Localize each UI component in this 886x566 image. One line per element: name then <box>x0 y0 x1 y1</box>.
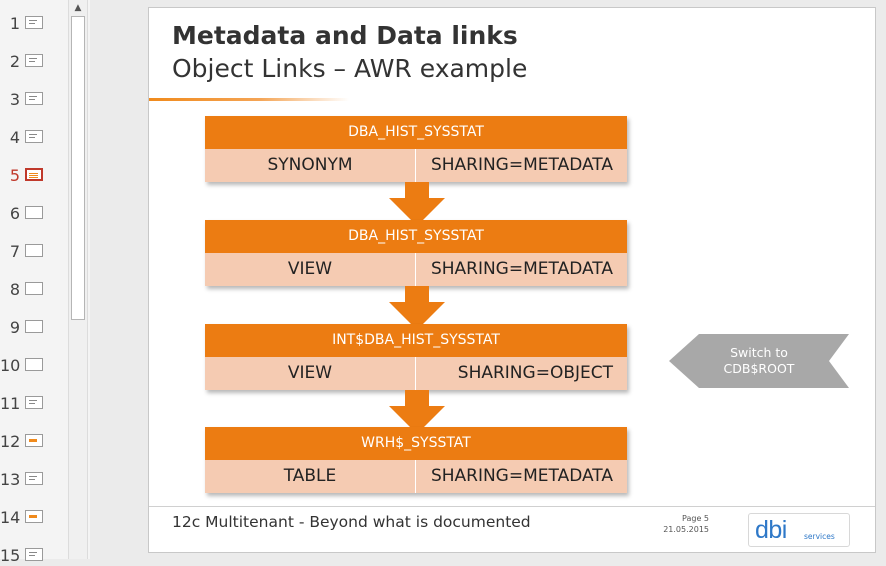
thumbnail-preview <box>25 244 43 257</box>
thumbnail-number: 10 <box>0 356 21 375</box>
scroll-up-arrow-icon[interactable]: ▲ <box>74 3 82 13</box>
slide-thumbnail[interactable]: 8 <box>0 280 68 300</box>
thumbnail-number: 14 <box>0 508 21 527</box>
footer-divider <box>149 506 875 507</box>
object-name: WRH$_SYSSTAT <box>205 427 627 460</box>
object-name: INT$DBA_HIST_SYSSTAT <box>205 324 627 357</box>
object-sharing: SHARING=METADATA <box>430 155 613 175</box>
slide-thumbnail[interactable]: 6 <box>0 204 68 224</box>
thumbnail-number: 9 <box>9 318 20 337</box>
slide-canvas[interactable]: Metadata and Data links Object Links – A… <box>148 7 876 553</box>
slide-thumbnail[interactable]: 7 <box>0 242 68 262</box>
thumbnail-preview <box>25 358 43 371</box>
thumbnail-preview <box>25 548 43 561</box>
slide-thumbnail[interactable]: 4 <box>0 128 68 148</box>
thumbnail-preview <box>25 54 43 67</box>
thumbnail-number: 7 <box>9 242 20 261</box>
slide-thumbnail[interactable]: 10 <box>0 356 68 376</box>
slide-thumbnail[interactable]: 3 <box>0 90 68 110</box>
dbi-services-logo: dbi services <box>748 513 850 547</box>
slide-thumbnail[interactable]: 2 <box>0 52 68 72</box>
slide-thumbnail[interactable]: 5 <box>0 166 68 186</box>
slide-thumbnail[interactable]: 13 <box>0 470 68 490</box>
thumbnail-number: 2 <box>9 52 20 71</box>
thumbnail-preview <box>25 472 43 485</box>
down-arrow-icon <box>389 182 445 226</box>
thumbnail-preview <box>25 92 43 105</box>
object-sharing: SHARING=OBJECT <box>457 363 613 383</box>
slide-thumbnail[interactable]: 15 <box>0 546 68 566</box>
thumbnail-number: 3 <box>9 90 20 109</box>
object-name: DBA_HIST_SYSSTAT <box>205 220 627 253</box>
object-type: TABLE <box>205 460 416 493</box>
thumbnail-preview <box>25 168 43 181</box>
object-details-row: TABLE SHARING=METADATA <box>205 460 627 493</box>
slide-title: Metadata and Data links <box>172 21 518 50</box>
thumbnail-preview <box>25 130 43 143</box>
object-box: DBA_HIST_SYSSTAT VIEW SHARING=METADATA <box>205 220 627 286</box>
switch-callout-text-line2: CDB$ROOT <box>723 361 795 376</box>
object-name: DBA_HIST_SYSSTAT <box>205 116 627 149</box>
scrollbar-thumb[interactable] <box>71 16 85 320</box>
logo-main-text: dbi <box>755 516 787 544</box>
slide-subtitle: Object Links – AWR example <box>172 54 528 83</box>
thumbnail-preview <box>25 206 43 219</box>
thumbnail-preview <box>25 396 43 409</box>
thumbnail-number: 11 <box>0 394 21 413</box>
object-type: SYNONYM <box>205 149 416 182</box>
down-arrow-icon <box>389 286 445 330</box>
thumbnail-preview <box>25 434 43 447</box>
object-type: VIEW <box>205 253 416 286</box>
down-arrow-icon <box>389 390 445 434</box>
thumbnail-preview <box>25 282 43 295</box>
thumbnail-scrollbar[interactable]: ▲ <box>68 0 88 559</box>
thumbnail-number: 5 <box>9 166 20 185</box>
thumbnail-number: 13 <box>0 470 21 489</box>
object-details-row: VIEW SHARING=OBJECT <box>205 357 627 390</box>
thumbnail-preview <box>25 510 43 523</box>
thumbnail-preview <box>25 16 43 29</box>
thumbnail-number: 15 <box>0 546 21 565</box>
page-number: Page 5 <box>682 514 709 523</box>
object-box: INT$DBA_HIST_SYSSTAT VIEW SHARING=OBJECT <box>205 324 627 390</box>
switch-callout-text-line1: Switch to <box>730 345 788 360</box>
title-underline <box>149 98 349 101</box>
switch-callout-arrow-icon <box>669 334 849 388</box>
object-details-row: VIEW SHARING=METADATA <box>205 253 627 286</box>
object-sharing: SHARING=METADATA <box>430 259 613 279</box>
slide-thumbnail[interactable]: 1 <box>0 14 68 34</box>
slide-thumbnail[interactable]: 9 <box>0 318 68 338</box>
thumbnail-preview <box>25 320 43 333</box>
logo-sub-text: services <box>804 532 835 541</box>
footer-text: 12c Multitenant - Beyond what is documen… <box>172 513 531 531</box>
thumbnail-number: 1 <box>9 14 20 33</box>
object-box: WRH$_SYSSTAT TABLE SHARING=METADATA <box>205 427 627 493</box>
object-details-row: SYNONYM SHARING=METADATA <box>205 149 627 182</box>
slide-thumbnail[interactable]: 14 <box>0 508 68 528</box>
thumbnail-number: 8 <box>9 280 20 299</box>
object-sharing: SHARING=METADATA <box>430 466 613 486</box>
thumbnail-number: 12 <box>0 432 21 451</box>
footer-date: 21.05.2015 <box>663 525 709 534</box>
thumbnail-number: 6 <box>9 204 20 223</box>
object-type: VIEW <box>205 357 416 390</box>
slide-thumbnail[interactable]: 12 <box>0 432 68 452</box>
slide-thumbnail[interactable]: 11 <box>0 394 68 414</box>
thumbnail-number: 4 <box>9 128 20 147</box>
object-box: DBA_HIST_SYSSTAT SYNONYM SHARING=METADAT… <box>205 116 627 182</box>
